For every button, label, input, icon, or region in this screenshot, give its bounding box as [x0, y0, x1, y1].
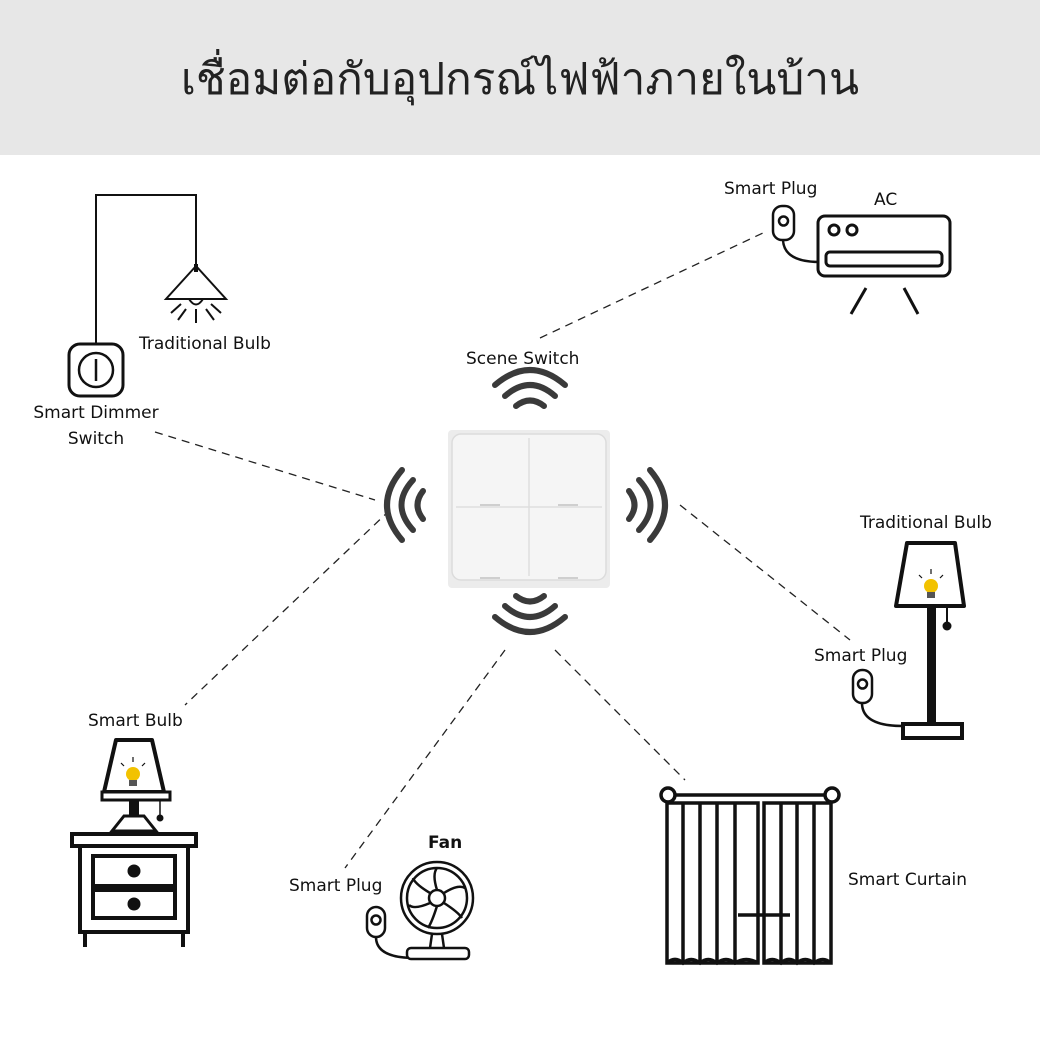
dimmer-wiring	[95, 194, 197, 348]
smart-plug-floor-lamp-icon	[851, 668, 904, 728]
scene-switch-label: Scene Switch	[466, 349, 580, 369]
smart-dimmer-switch-label-line1: Smart Dimmer	[33, 403, 159, 423]
smart-bulb-label: Smart Bulb	[88, 711, 183, 731]
floor-lamp-icon	[894, 541, 966, 740]
connection-lines	[154, 231, 851, 869]
pendant-bulb-label: Traditional Bulb	[139, 334, 271, 354]
smart-dimmer-switch-icon	[67, 342, 125, 398]
fan-label: Fan	[428, 833, 463, 853]
smart-plug-ac-label: Smart Plug	[724, 179, 818, 199]
link-table-lamp	[184, 509, 391, 706]
nightstand-icon	[70, 832, 198, 947]
table-lamp-icon	[100, 738, 172, 833]
pendant-bulb-icon	[163, 264, 229, 323]
smart-dimmer-switch-label-line2: Switch	[67, 429, 125, 449]
smart-plug-fan-label: Smart Plug	[289, 876, 383, 896]
floor-lamp-bulb-icon	[918, 569, 944, 598]
wireless-waves-bottom-icon	[492, 593, 568, 635]
header-banner: เชื่อมต่อกับอุปกรณ์ไฟฟ้าภายในบ้าน	[0, 0, 1040, 155]
ac-unit-icon	[816, 214, 952, 315]
smart-bulb-icon	[120, 757, 146, 786]
link-floor-lamp	[679, 504, 851, 641]
smart-curtain-label: Smart Curtain	[848, 870, 968, 890]
smart-plug-floor-lamp-label: Smart Plug	[814, 646, 908, 666]
smart-plug-ac-icon	[771, 204, 821, 264]
scene-switch-icon	[448, 430, 610, 588]
link-fan	[344, 649, 506, 869]
ac-label: AC	[874, 190, 898, 210]
page-title: เชื่อมต่อกับอุปกรณ์ไฟฟ้าภายในบ้าน	[180, 54, 860, 105]
link-curtain	[554, 649, 686, 781]
wireless-waves-top-icon	[492, 367, 568, 409]
smart-plug-fan-icon	[365, 905, 416, 960]
curtain-icon	[659, 786, 841, 966]
floor-lamp-label: Traditional Bulb	[860, 513, 992, 533]
wireless-waves-left-icon	[384, 467, 426, 543]
link-ac	[539, 231, 766, 339]
link-dimmer	[154, 431, 376, 501]
wireless-waves-right-icon	[626, 467, 668, 543]
fan-icon	[399, 860, 475, 961]
